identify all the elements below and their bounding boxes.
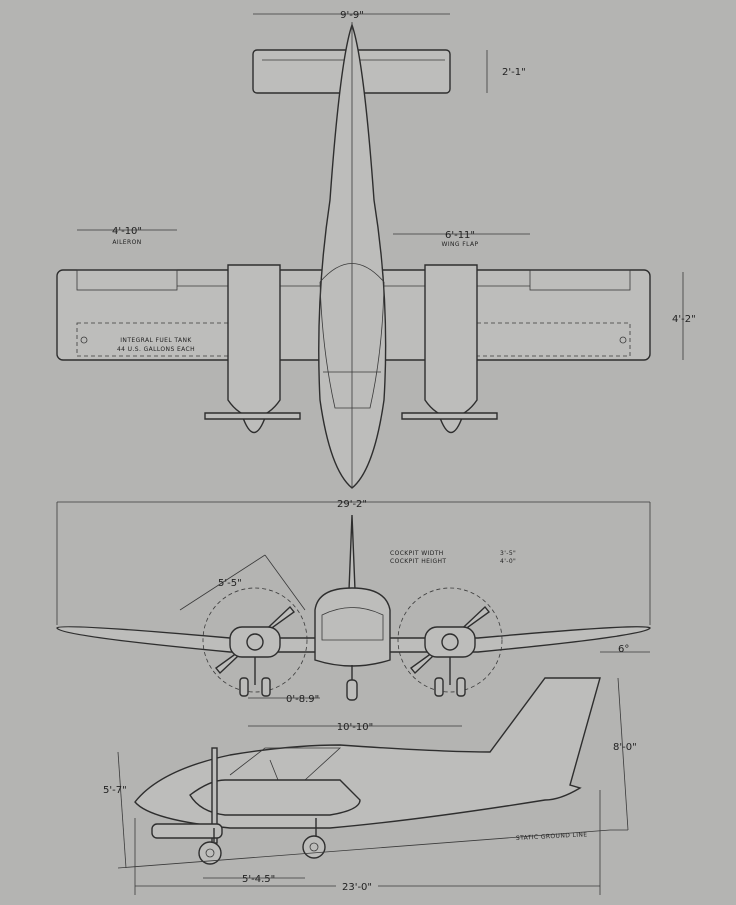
engine-nacelle-side [189,779,361,816]
wing-chord-dimension: 4'-2" [672,314,696,325]
propeller-right-front [409,605,491,675]
cockpit-width-label: COCKPIT WIDTH [390,550,444,557]
aileron-right [529,269,631,291]
overall-height-dimension: 8'-0" [613,742,637,753]
propeller-left [204,412,301,420]
propeller-right [401,412,498,420]
nacelle-left [227,264,281,419]
flap-length-dimension: 6'-11" [445,230,475,241]
front-view: 29'-2" COCKPIT WIDTH 3'-5" COCKPIT HEIGH… [56,499,651,733]
nacelle-right [424,264,478,419]
overall-length-dimension: 23'-0" [342,882,372,893]
fuel-tank-right [469,322,631,357]
wheel-offset-dimension: 0'-8.9" [286,694,319,705]
cockpit-height-value: 4'-0" [500,558,516,565]
fuel-tank-label-2: 44 U.S. GALLONS EACH [117,346,195,353]
landing-gear-front [239,657,466,701]
cockpit-width-value: 3'-5" [500,550,516,557]
wing-flap-label: WING FLAP [441,241,478,248]
vertical-fin [348,514,356,591]
nose-wheel [198,841,222,865]
wing-span-dimension: 29'-2" [337,499,367,510]
prop-height-dimension: 5'-7" [103,785,127,796]
fuselage-front [314,587,391,667]
fuel-tank-left [76,322,235,357]
aileron-label: AILERON [112,239,141,246]
prop-diameter-dimension: 5'-5" [218,578,242,589]
side-view: STATIC GROUND LINE 8'-0" 5'-7" 5'-4.5" 2… [103,677,637,895]
wheel-base-dimension: 5'-4.5" [242,874,275,885]
prop-disc-right [397,587,503,693]
prop-disc-left [202,587,308,693]
aileron-length-dimension: 4'-10" [112,226,142,237]
wheel-track-dimension: 10'-10" [337,722,373,733]
cockpit-height-label: COCKPIT HEIGHT [390,558,447,565]
tail-chord-dimension: 2'-1" [502,67,526,78]
propeller-left-front [214,605,296,675]
tail-span-dimension: 9'-9" [340,10,364,21]
dihedral-dimension: 6° [618,644,629,655]
main-wheel [302,835,326,859]
static-ground-line-label: STATIC GROUND LINE [516,831,588,842]
aileron-left [76,269,178,291]
fuel-tank-label-1: INTEGRAL FUEL TANK [120,337,192,344]
top-view: 9'-9" 2'-1" 4'-10" AILERON 6'-11" WING F… [56,10,696,489]
